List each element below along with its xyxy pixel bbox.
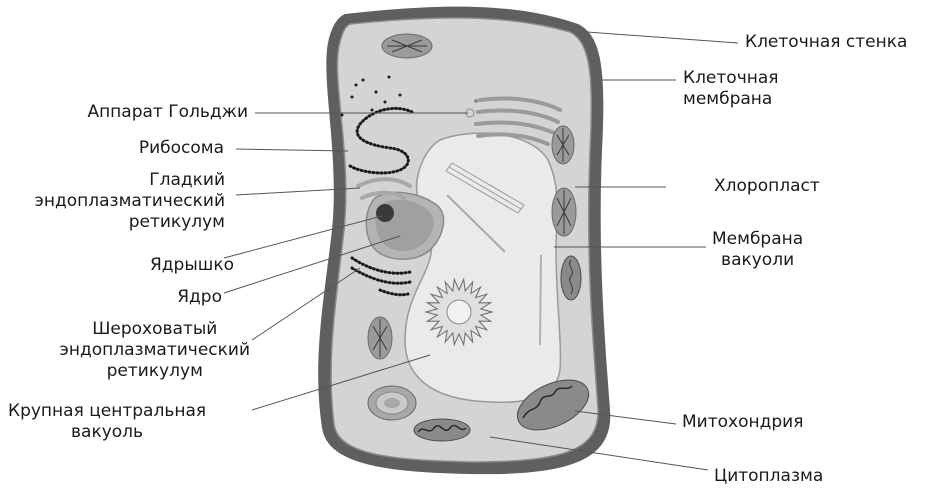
leader-cell-wall — [587, 32, 738, 43]
label-rough-er-line2: эндоплазматический — [60, 340, 250, 361]
label-cell-membrane-line1: Клеточная — [683, 68, 779, 89]
druse-core — [447, 300, 471, 324]
label-vacuole-membrane: Мембрана вакуоли — [712, 229, 803, 271]
label-cell-membrane: Клеточная мембрана — [683, 68, 779, 110]
label-rough-er: Шероховатый эндоплазматический ретикулум — [60, 319, 250, 382]
label-vacuole: Крупная центральная вакуоль — [8, 401, 206, 443]
label-cell-wall: Клеточная стенка — [745, 32, 907, 53]
label-nucleolus: Ядрышко — [150, 255, 234, 276]
label-vacuole-line1: Крупная центральная — [8, 401, 206, 422]
label-mitochondrion: Митохондрия — [682, 412, 803, 433]
chloroplast — [552, 188, 576, 236]
mitochondrion — [561, 256, 581, 300]
mitochondrion — [414, 419, 470, 441]
label-golgi: Аппарат Гольджи — [87, 102, 248, 123]
chloroplast — [368, 317, 392, 359]
label-chloroplast: Хлоропласт — [714, 176, 820, 197]
label-smooth-er: Гладкий эндоплазматический ретикулум — [35, 170, 225, 233]
chloroplast — [382, 34, 432, 58]
label-cytoplasm: Цитоплазма — [714, 466, 823, 487]
chloroplast — [552, 126, 574, 164]
vacuole-needle-2 — [540, 255, 541, 345]
label-ribosome: Рибосома — [139, 138, 224, 159]
label-rough-er-line3: ретикулум — [60, 361, 250, 382]
label-vacuole-membrane-line2: вакуоли — [712, 250, 803, 271]
label-vacuole-line2: вакуоль — [8, 422, 206, 443]
label-vacuole-membrane-line1: Мембрана — [712, 229, 803, 250]
label-smooth-er-line3: ретикулум — [35, 212, 225, 233]
golgi-vesicle — [474, 99, 478, 103]
label-smooth-er-line1: Гладкий — [35, 170, 225, 191]
label-rough-er-line1: Шероховатый — [60, 319, 250, 340]
label-smooth-er-line2: эндоплазматический — [35, 191, 225, 212]
nucleolus — [376, 204, 394, 222]
vesicle — [368, 386, 416, 420]
central-vacuole — [405, 133, 560, 402]
label-nucleus: Ядро — [177, 287, 222, 308]
leader-ribosome — [236, 149, 348, 151]
label-cell-membrane-line2: мембрана — [683, 89, 779, 110]
